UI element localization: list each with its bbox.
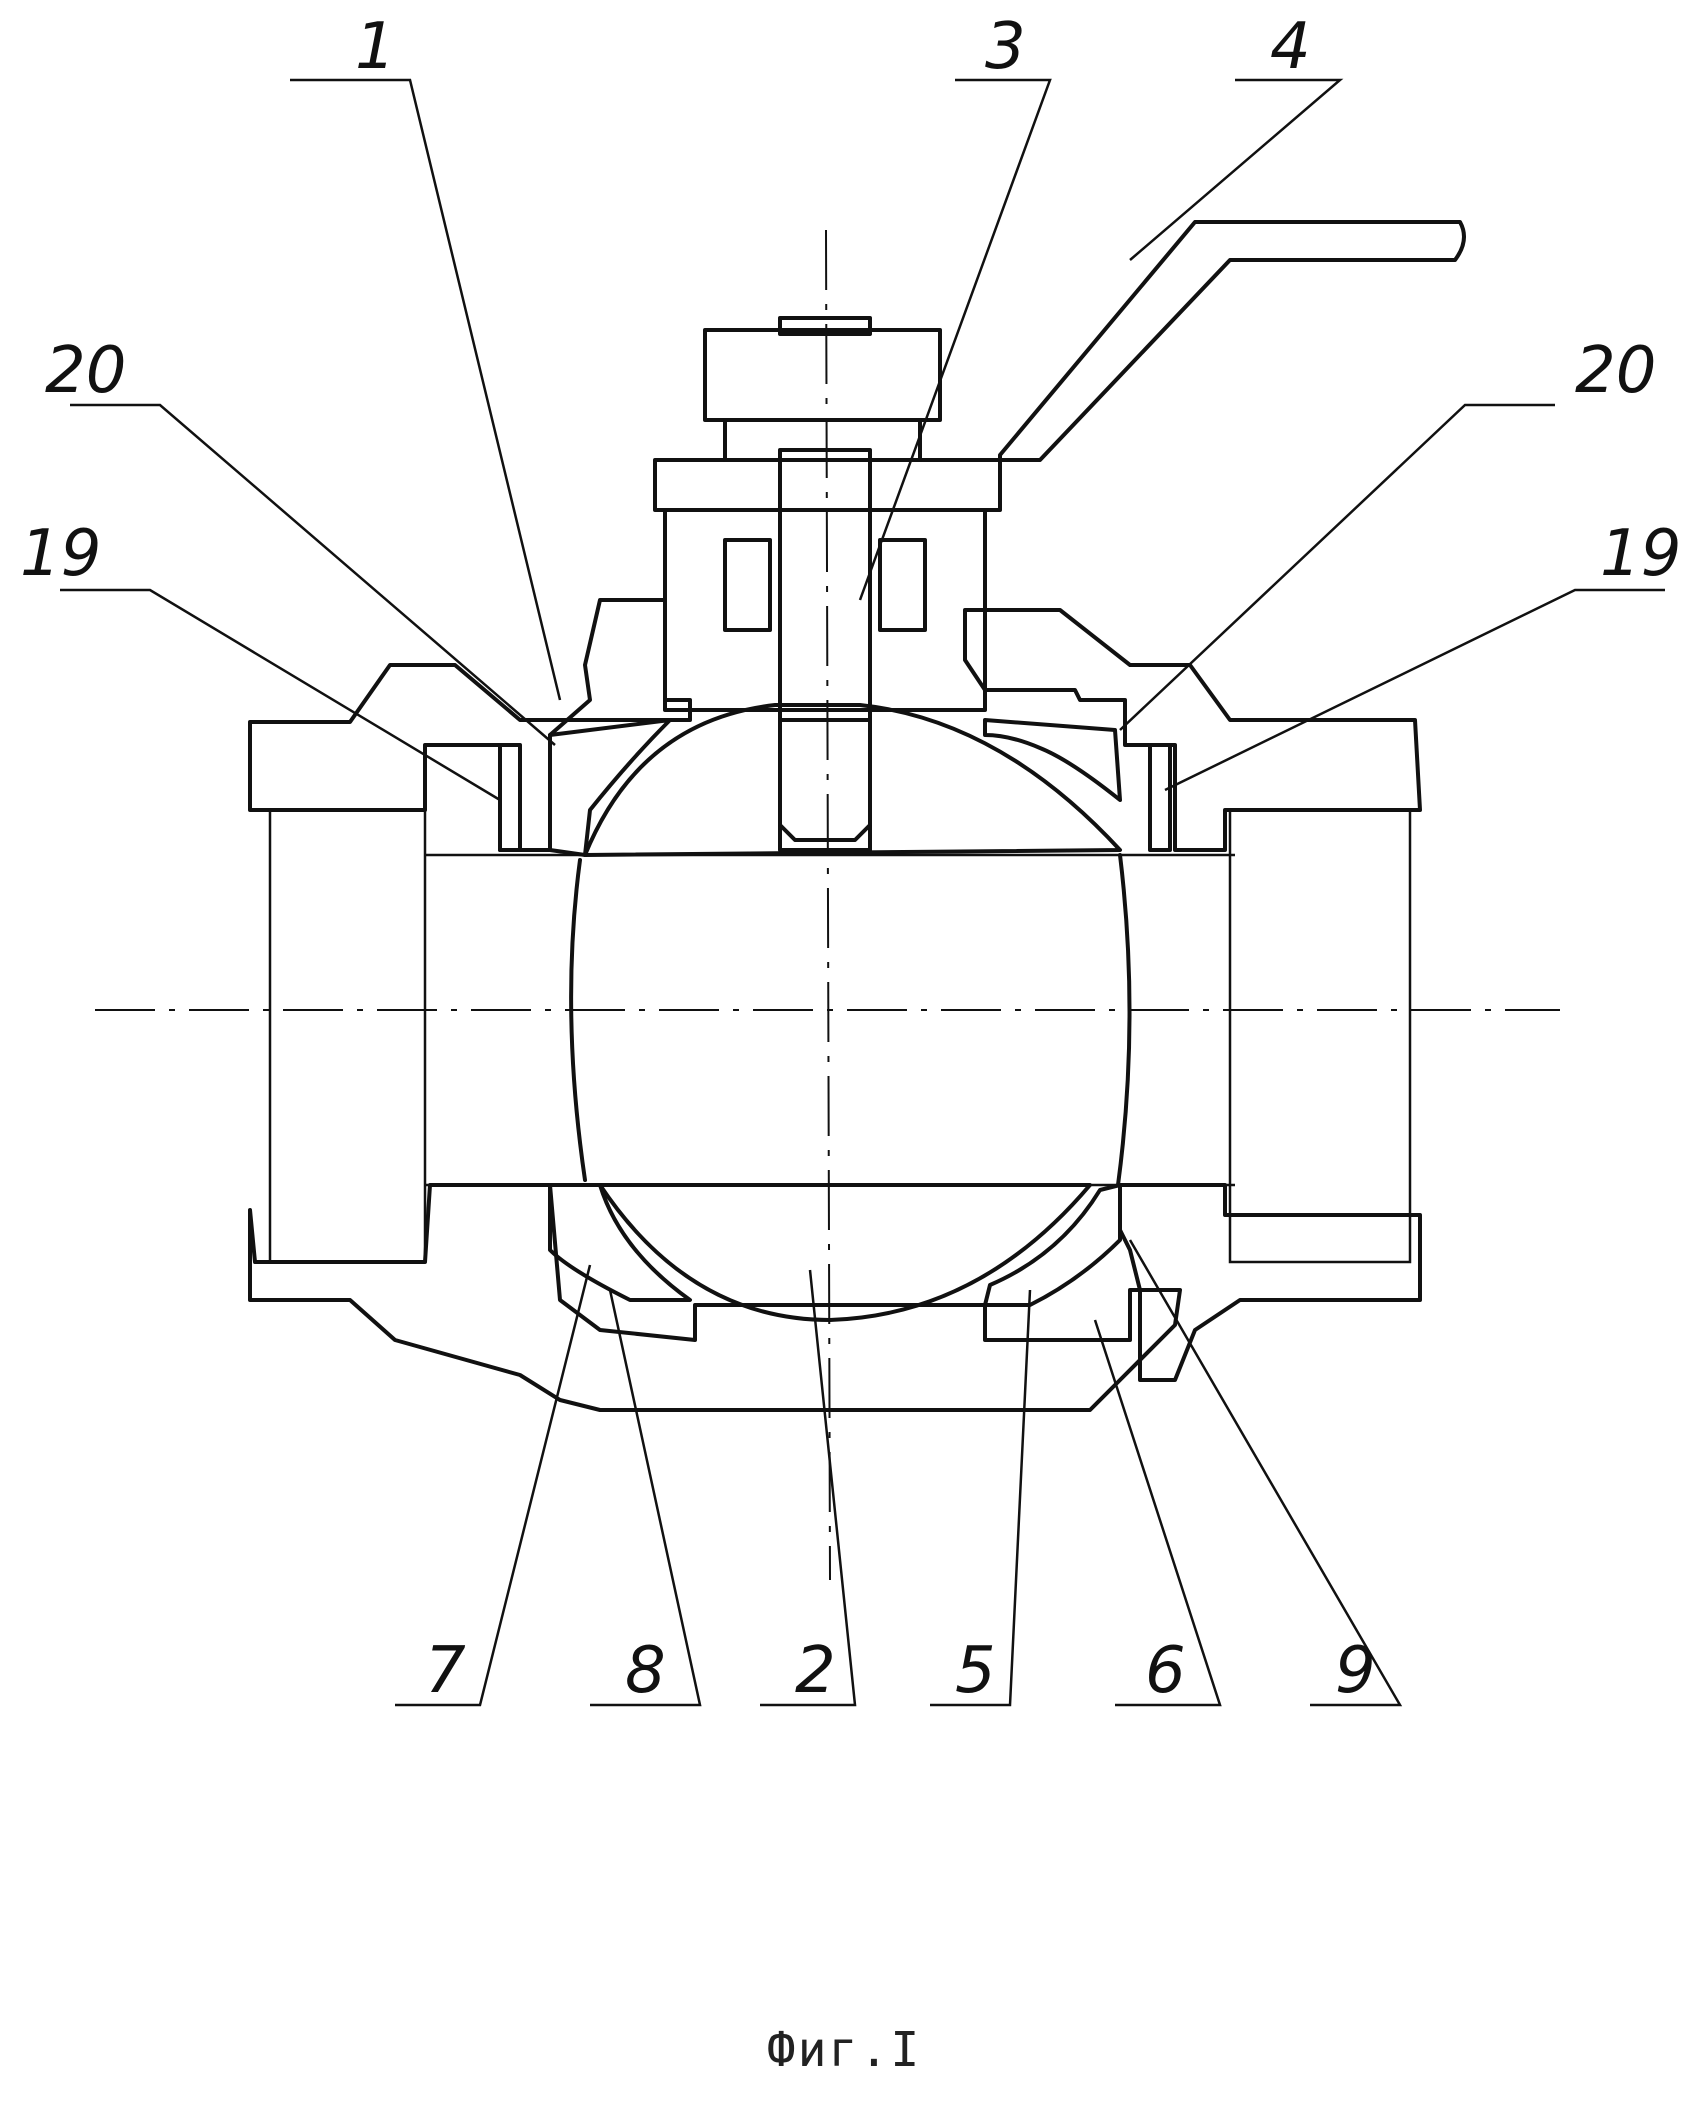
label-1: 1 [355,10,396,84]
seat-upper-left [548,718,672,857]
packing-right [878,538,927,632]
reference-labels: 1 3 4 20 20 19 19 7 8 2 5 6 9 [20,10,1681,1708]
label-6: 6 [1145,1634,1186,1708]
handle-lever [998,220,1466,462]
seat-lower-right [983,1183,1122,1307]
label-9: 9 [1335,1634,1376,1708]
label-2: 2 [795,1634,836,1708]
label-8: 8 [625,1634,666,1708]
label-5: 5 [955,1634,996,1708]
ball-upper-cap [583,703,1122,857]
ball-lower-cap [598,1183,1092,1322]
seat-upper-right [983,718,1122,802]
handle-4 [653,220,1466,512]
rings-19 [498,743,1172,852]
gland-housing [663,508,987,712]
label-20-right: 20 [1575,334,1656,408]
body-upper-left [248,598,692,852]
label-3: 3 [985,10,1026,84]
valve-bore [268,808,1412,1264]
leader-lines [60,78,1665,1707]
stem-shaft [778,448,872,852]
label-19-left: 19 [20,517,101,591]
packing-left [723,538,772,632]
label-20-left: 20 [45,334,126,408]
seats [548,718,1122,1307]
label-7: 7 [425,1634,466,1708]
label-19-right: 19 [1600,517,1681,591]
figure-caption: Фиг.I [766,2022,922,2078]
stem-nut [703,328,942,422]
ball-2 [569,703,1132,1322]
label-4: 4 [1270,10,1311,84]
body-upper-right [963,608,1422,852]
body-lower-right [1118,1183,1422,1382]
vertical-center-line [825,229,831,1581]
seat-lower-left [548,1183,692,1302]
